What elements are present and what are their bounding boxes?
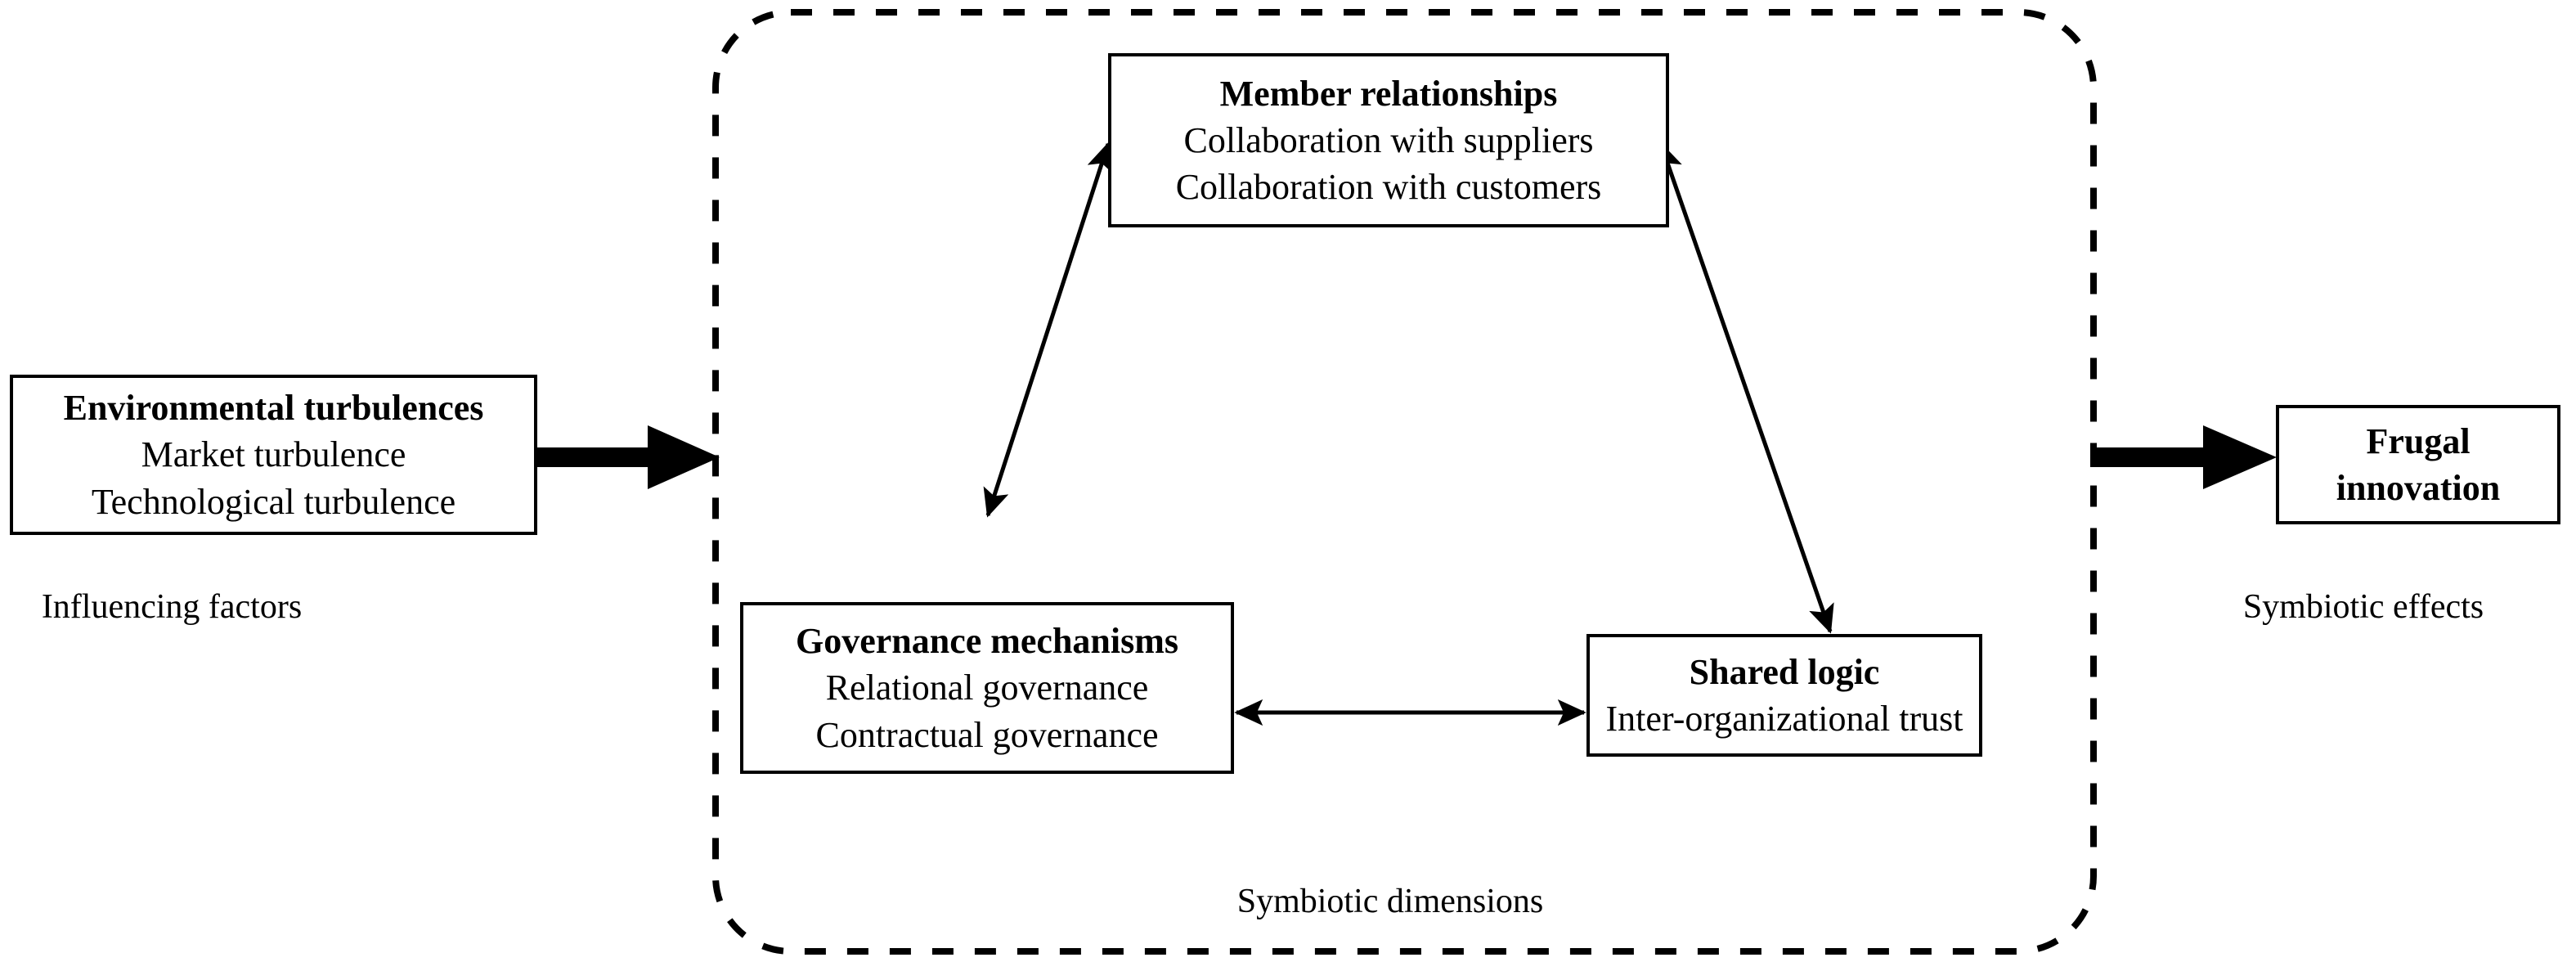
- node-governance-mechanisms[interactable]: Governance mechanisms Relational governa…: [740, 602, 1234, 774]
- caption-symbiotic-dimensions: Symbiotic dimensions: [1236, 883, 1544, 920]
- node-title: Governance mechanisms: [795, 621, 1179, 662]
- node-item: Technological turbulence: [91, 481, 456, 522]
- node-title: Shared logic: [1689, 651, 1880, 692]
- caption-influencing-factors: Influencing factors: [41, 588, 303, 626]
- node-item: Collaboration with customers: [1175, 167, 1602, 208]
- node-environmental-turbulences[interactable]: Environmental turbulences Market turbule…: [10, 375, 537, 535]
- member-governance-link: [983, 142, 1113, 518]
- node-item: Contractual governance: [815, 714, 1159, 755]
- input-arrow: [537, 425, 720, 489]
- node-shared-logic[interactable]: Shared logic Inter-organizational trust: [1586, 634, 1982, 757]
- node-item: Inter-organizational trust: [1605, 699, 1963, 739]
- member-shared-link: [1657, 142, 1834, 634]
- node-item: Relational governance: [825, 668, 1149, 708]
- node-title-line-1: Frugal: [2366, 420, 2471, 461]
- node-title-line-2: innovation: [2336, 468, 2501, 508]
- node-item: Market turbulence: [141, 434, 406, 475]
- node-title: Environmental turbulences: [63, 388, 484, 429]
- node-title: Member relationships: [1219, 73, 1558, 114]
- node-item: Collaboration with suppliers: [1183, 119, 1594, 160]
- output-arrow: [2090, 425, 2277, 489]
- caption-symbiotic-effects: Symbiotic effects: [2242, 588, 2484, 626]
- node-frugal-innovation[interactable]: Frugal innovation: [2276, 405, 2560, 524]
- node-member-relationships[interactable]: Member relationships Collaboration with …: [1108, 53, 1669, 227]
